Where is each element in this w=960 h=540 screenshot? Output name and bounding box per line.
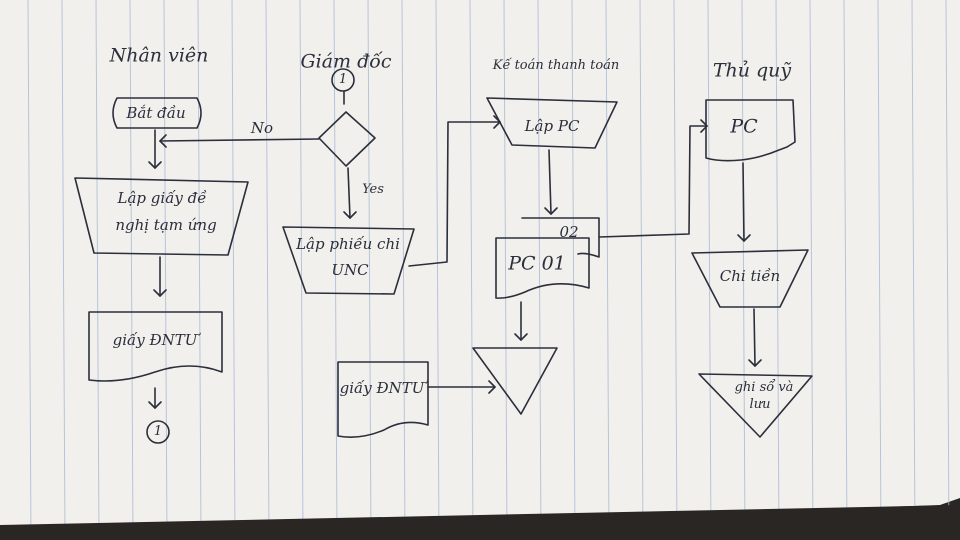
lane-title-accountant: Kế toán thanh toán (492, 57, 620, 73)
desk-edge (0, 505, 960, 540)
connector-in-circle (331, 68, 355, 92)
decision-yes-label: Yes (362, 181, 384, 197)
connector-in-label: 1 (338, 71, 348, 87)
ruled-line (163, 0, 168, 540)
flow-arrow (737, 234, 751, 242)
flow-line (159, 138, 320, 142)
decision-no-label: No (250, 118, 274, 137)
approve-line2: UNC (331, 260, 369, 279)
lane-title-staff: Nhân viên (109, 44, 209, 67)
pc-copy2-label: 02 (559, 222, 579, 241)
ruled-line (741, 0, 746, 540)
flow-line (408, 121, 501, 267)
make-pc-manual-op (486, 97, 618, 149)
flow-line (742, 162, 745, 242)
file-storage-triangle (472, 347, 558, 415)
ruled-line (707, 0, 712, 540)
flow-arrow (488, 380, 496, 394)
ruled-line (265, 0, 270, 540)
ruled-line (537, 0, 542, 540)
ruled-line (945, 0, 950, 540)
pc-copy1-shape (495, 237, 590, 299)
flow-arrow (159, 134, 167, 148)
ruled-line (469, 0, 474, 540)
ruled-line (435, 0, 440, 540)
pc-copy1-label: PC 01 (508, 252, 566, 275)
ruled-line (333, 0, 338, 540)
ruled-line (367, 0, 372, 540)
ruled-line (911, 0, 916, 540)
ruled-line (401, 0, 406, 540)
ruled-line (299, 0, 304, 540)
request-form-line2: nghị tạm ứng (115, 215, 217, 234)
request-doc-copy-shape (337, 361, 429, 438)
ruled-line (605, 0, 610, 540)
decision-diamond (318, 111, 376, 167)
approve-line1: Lập phiếu chi (296, 234, 400, 253)
flow-arrow (148, 401, 162, 409)
flow-arrow (343, 211, 357, 219)
start-label: Bắt đầu (126, 103, 186, 122)
ruled-line (503, 0, 508, 540)
flow-line (753, 308, 756, 367)
ruled-line (197, 0, 202, 540)
make-pc-label: Lập PC (524, 116, 580, 135)
ruled-line (129, 0, 134, 540)
request-doc-shape (88, 311, 223, 382)
pay-cash-label: Chi tiền (719, 266, 781, 285)
ruled-line (809, 0, 814, 540)
pc-received-label: PC (730, 115, 758, 138)
flow-arrow (748, 359, 762, 367)
ruled-line (639, 0, 644, 540)
ruled-line (775, 0, 780, 540)
request-doc-label: giấy ĐNTƯ (112, 330, 198, 349)
flow-arrow (514, 333, 528, 341)
pay-cash-manual-op (691, 249, 809, 308)
start-terminator (112, 97, 202, 129)
pc-received-shape (705, 99, 796, 162)
flow-line (598, 125, 708, 238)
lane-title-cashier: Thủ quỹ (712, 59, 792, 82)
request-form-line1: Lập giấy đề (117, 188, 207, 207)
record-line1: ghi sổ và (734, 379, 794, 395)
connector-out-circle (146, 420, 170, 444)
request-doc-copy-label: giấy ĐNTƯ (339, 378, 425, 397)
flow-arrow (544, 207, 558, 215)
ruled-line (877, 0, 882, 540)
ruled-line (27, 0, 32, 540)
flow-arrow (153, 289, 167, 297)
ruled-line (95, 0, 100, 540)
approve-manual-op (282, 226, 415, 295)
connector-out-label: 1 (153, 423, 163, 439)
ruled-line (843, 0, 848, 540)
ruled-line (231, 0, 236, 540)
request-form-manual-op (74, 177, 249, 256)
flow-line (548, 149, 552, 215)
record-line2: lưu (749, 396, 771, 412)
flow-arrow (148, 161, 162, 169)
ruled-line (61, 0, 66, 540)
lane-title-director: Giám đốc (300, 50, 392, 73)
record-storage-triangle (698, 373, 813, 438)
ruled-line (571, 0, 576, 540)
flow-arrow (700, 119, 708, 133)
ruled-line (673, 0, 678, 540)
flow-line (347, 167, 351, 219)
